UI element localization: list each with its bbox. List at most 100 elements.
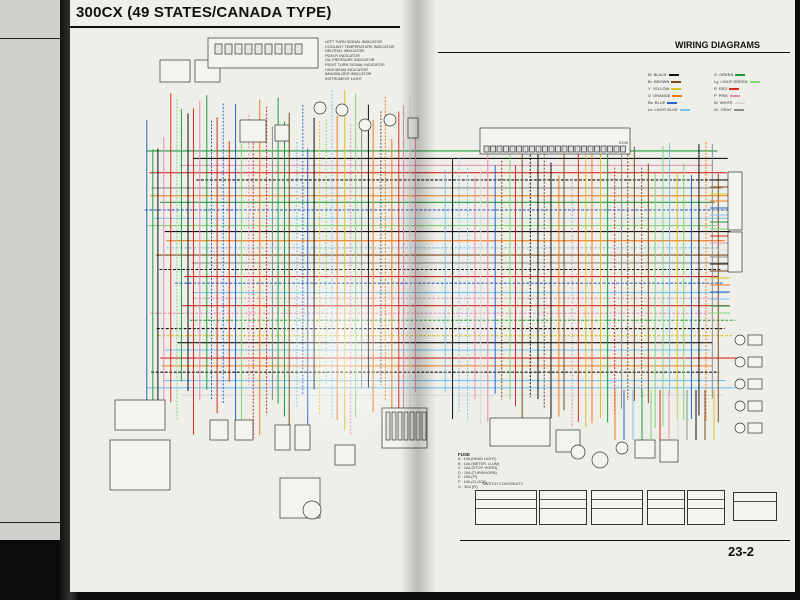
title-rule [70,26,400,28]
legend-code: P [714,93,717,98]
legend-swatch [679,108,690,111]
component [214,43,223,55]
component [607,145,613,153]
section-rule [438,52,790,53]
component [634,439,656,459]
component [209,419,229,441]
component [234,419,254,441]
fuse-box: FUSE A : 15A (HEAD LIGHT)B : 10A (METER,… [458,452,538,489]
component [581,145,587,153]
component [542,145,548,153]
component [727,171,743,231]
legend-color-name: LIGHT BLUE [654,107,678,112]
component [483,145,490,153]
component [747,400,763,412]
indicator-label: PGM-FI INDICATOR [325,53,360,58]
fuse-item: F : 10A (CLOCK) [458,479,487,484]
component [747,334,763,346]
component [747,422,763,434]
component [409,411,415,441]
page-title: 300CX (49 STATES/CANADA TYPE) [76,4,332,21]
legend-swatch [671,87,682,90]
switch-continuity-tables [465,478,795,525]
table-row [540,491,586,500]
table-row [592,509,642,517]
component [415,411,421,441]
fuse-item: B : 10A (METER, LLUM) [458,461,500,466]
table-row [688,500,724,509]
switch-table [687,490,725,525]
component [591,451,609,469]
legend-color-name: YELLOW [652,86,670,91]
legend-swatch [749,80,760,83]
component [734,422,746,434]
component [496,145,503,153]
component [535,145,542,153]
component [734,356,746,368]
switch-table [647,490,685,525]
component [234,43,243,55]
legend-color-name: LIGHT GREEN [720,79,748,84]
component [747,356,763,368]
component [727,231,743,273]
legend-code: Bu [648,100,653,105]
switch-continuity-title: SWITCH CONTINUITY [482,481,524,486]
component [568,145,574,153]
component [109,439,171,491]
component [224,43,233,55]
fuse-list: A : 15A (HEAD LIGHT)B : 10A (METER, LLUM… [458,457,538,489]
legend-color-name: BLACK [653,72,667,77]
fuse-item: G : 30A (FI) [458,484,478,489]
component [600,145,607,153]
legend-swatch [668,73,679,76]
legend-code: Bl [648,72,652,77]
component [403,411,409,441]
legend-swatch [667,101,678,104]
underlying-page-rule [0,38,75,39]
component [570,444,586,460]
component [274,43,283,55]
component [313,101,327,115]
component [334,444,356,466]
legend-color-name: GREEN [719,72,734,77]
legend-swatch [735,73,746,76]
switch-table [733,492,777,521]
legend-code: O [648,93,652,98]
table-row [592,500,642,509]
component [407,117,419,139]
component [503,145,509,153]
component [522,145,529,153]
component [397,411,403,441]
component [620,145,626,153]
table-row [688,491,724,500]
legend-code: W [714,100,718,105]
fuse-item: A : 15A (HEAD LIGHT) [458,457,497,461]
section-title: WIRING DIAGRAMS [675,40,760,50]
component [239,119,267,143]
legend-swatch [671,80,682,83]
component [659,439,679,463]
legend-code: Br [648,79,652,84]
component [561,145,568,153]
legend-color-name: PINK [718,93,729,98]
fuse-item: C : 10A (STOP, HORN) [458,466,498,471]
component [335,103,349,117]
legend-swatch [734,101,745,104]
switch-table [475,490,537,525]
footer-rule [460,540,790,541]
legend-swatch [672,94,683,97]
legend-code: Gr [714,107,719,112]
component [615,441,629,455]
component [555,145,561,153]
legend-code: Y [648,86,651,91]
component [747,378,763,390]
legend-color-name: ORANGE [653,93,671,98]
component [529,145,535,153]
manual-spread: 300CX (49 STATES/CANADA TYPE) WIRING DIA… [70,0,795,592]
